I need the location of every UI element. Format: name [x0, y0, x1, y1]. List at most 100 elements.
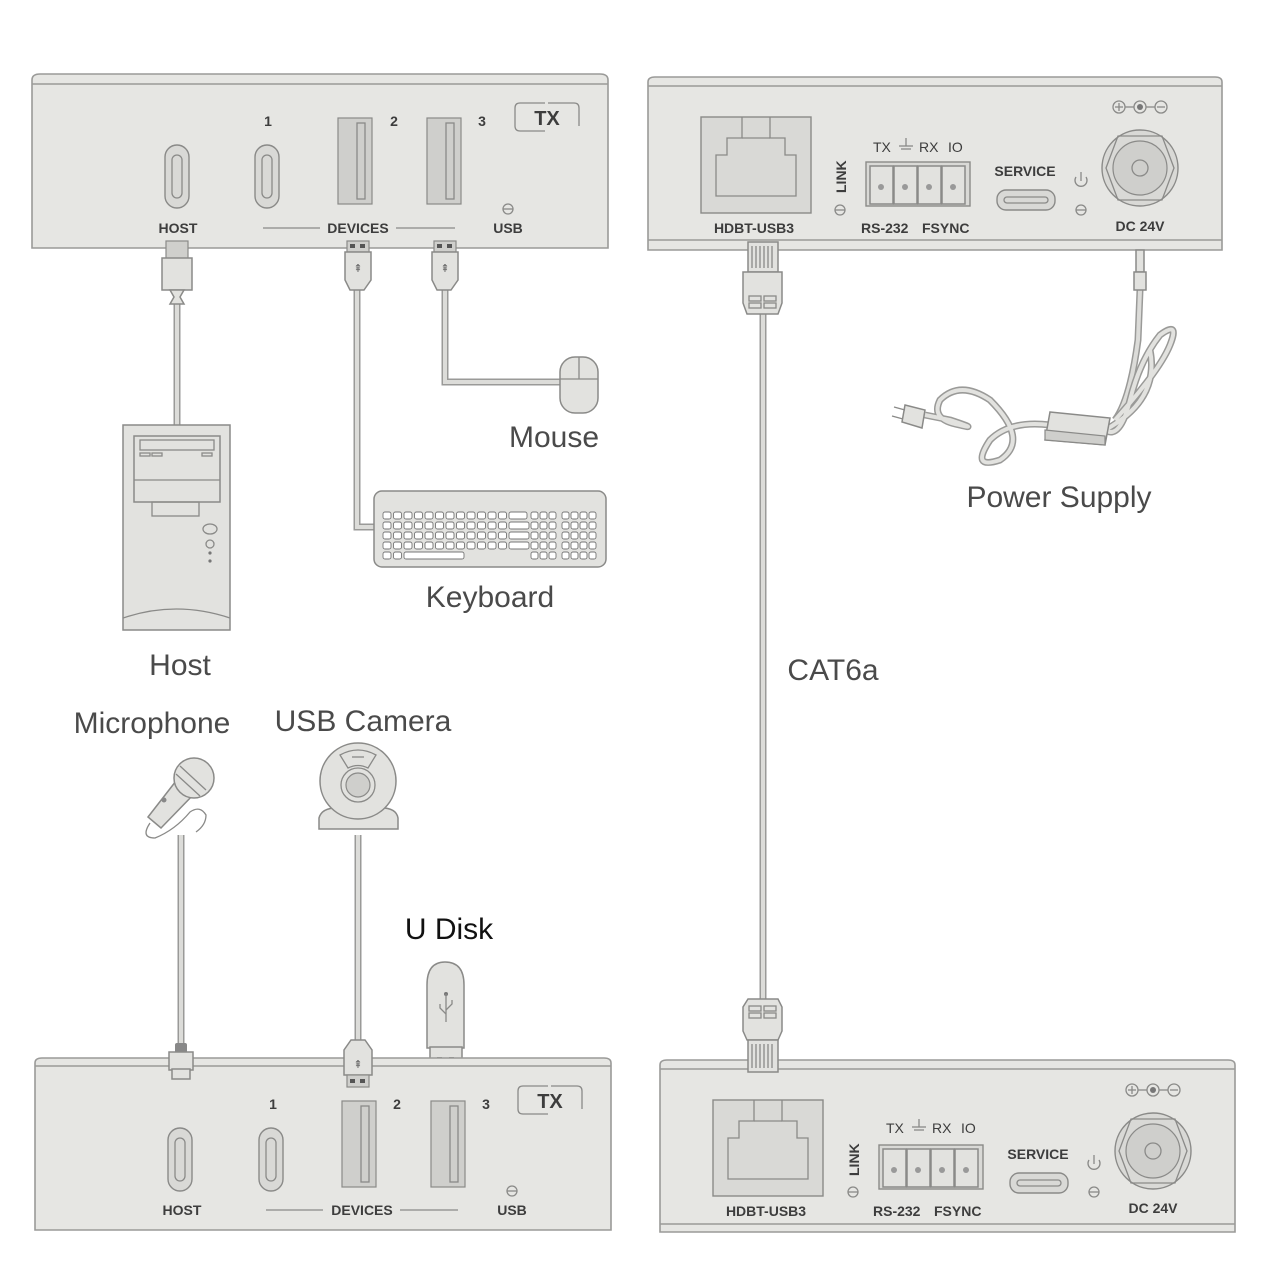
dc-plug [1133, 249, 1147, 291]
usb-camera-icon [318, 742, 399, 830]
ground-icon [912, 1119, 926, 1131]
dc-power-jack [1114, 1112, 1192, 1190]
keyboard-key [382, 541, 392, 550]
rs232-label: RS-232 [873, 1203, 921, 1219]
keyboard-key [414, 541, 423, 550]
microphone-icon [145, 757, 215, 839]
keyboard-key [403, 551, 465, 560]
keyboard-key [561, 511, 570, 520]
keyboard-key [435, 511, 444, 520]
keyboard-key [530, 531, 539, 540]
keyboard-key [445, 511, 455, 520]
keyboard-key [539, 541, 548, 550]
fsync-label: FSYNC [934, 1203, 981, 1219]
tx-badge: TX [514, 102, 580, 132]
keyboard-key [539, 521, 548, 530]
dc-power-jack [1101, 129, 1179, 207]
keyboard-key [435, 541, 444, 550]
terminal-tx-label: TX [886, 1120, 905, 1136]
u-disk-caption: U Disk [405, 913, 494, 946]
keyboard-key [530, 511, 539, 520]
port-number-2: 2 [390, 113, 398, 129]
keyboard-key [548, 531, 557, 540]
power-led-icon [1075, 204, 1087, 216]
tx-unit-top: 1 2 3 TX HOST DEVICES USB [31, 73, 609, 249]
keyboard-key [403, 511, 413, 520]
microphone-caption: Microphone [74, 707, 231, 740]
keyboard-key [570, 531, 579, 540]
keyboard-key [530, 551, 539, 560]
rx-unit-bottom: HDBT-USB3 LINK TX RX IO RS-232 FSYNC SER… [659, 1059, 1236, 1233]
microphone-usb-c-plug [168, 1043, 194, 1080]
keyboard-key [570, 521, 579, 530]
keyboard-key [466, 511, 476, 520]
usb-symbol-icon [439, 992, 453, 1022]
keyboard-key [498, 511, 507, 520]
keyboard-key [561, 551, 570, 560]
keyboard-key [508, 511, 528, 520]
usb-label: USB [493, 220, 523, 236]
port-number-1: 1 [264, 113, 272, 129]
device-port-3 [430, 1100, 466, 1188]
terminal-rx-label: RX [919, 139, 939, 155]
camera-usb-a-plug: ⇞ [343, 1039, 373, 1088]
keyboard-key [487, 511, 497, 520]
host-computer-icon [122, 424, 231, 631]
svg-text:⇞: ⇞ [440, 263, 449, 275]
device-port-3 [426, 117, 462, 205]
tx-badge-label: TX [534, 108, 560, 130]
keyboard-key [424, 541, 434, 550]
service-label: SERVICE [1007, 1146, 1068, 1162]
usb-label: USB [497, 1202, 527, 1218]
keyboard-key [403, 531, 413, 540]
keyboard-usb-a-plug: ⇞ [344, 240, 372, 291]
hdbt-rj45-port [700, 116, 812, 214]
port-number-3: 3 [482, 1096, 490, 1112]
host-label: HOST [163, 1202, 202, 1218]
ground-icon [899, 138, 913, 150]
keyboard-key [424, 531, 434, 540]
dc-label: DC 24V [1128, 1200, 1178, 1216]
keyboard-key [445, 521, 455, 530]
device-port-1 [254, 144, 280, 209]
keyboard-key [487, 541, 497, 550]
keyboard-key [579, 541, 588, 550]
keyboard-key [579, 521, 588, 530]
keyboard-key [403, 541, 413, 550]
device-port-1 [258, 1127, 284, 1192]
keyboard-key [414, 521, 423, 530]
host-caption: Host [149, 649, 211, 682]
usb-led-icon [502, 203, 514, 215]
mouse-usb-a-plug: ⇞ [431, 240, 459, 291]
mouse-icon [559, 356, 599, 414]
mouse-cable [441, 290, 560, 386]
hdbt-label: HDBT-USB3 [726, 1203, 806, 1219]
keyboard-key [382, 531, 392, 540]
keyboard-key [498, 541, 507, 550]
keyboard-key [498, 531, 507, 540]
keyboard-key [570, 551, 579, 560]
power-supply-caption: Power Supply [966, 481, 1151, 514]
keyboard-key [530, 541, 539, 550]
port-number-1: 1 [269, 1096, 277, 1112]
keyboard-caption: Keyboard [426, 581, 554, 614]
power-led-icon [1088, 1186, 1100, 1198]
host-label: HOST [159, 220, 198, 236]
keyboard-key [477, 521, 486, 530]
keyboard-key [466, 521, 476, 530]
keyboard-key [435, 531, 444, 540]
keyboard-key [579, 511, 588, 520]
keyboard-key [548, 551, 557, 560]
keyboard-key [424, 511, 434, 520]
fsync-label: FSYNC [922, 220, 969, 236]
power-icon [1074, 172, 1088, 187]
keyboard-key [445, 541, 455, 550]
service-usb-c-port [996, 189, 1056, 211]
keyboard-key [456, 541, 465, 550]
keyboard-key [424, 521, 434, 530]
keyboard-key [579, 551, 588, 560]
keyboard-key [539, 531, 548, 540]
keyboard-key [498, 521, 507, 530]
host-usb-c-port [167, 1127, 193, 1192]
keyboard-key [477, 531, 486, 540]
